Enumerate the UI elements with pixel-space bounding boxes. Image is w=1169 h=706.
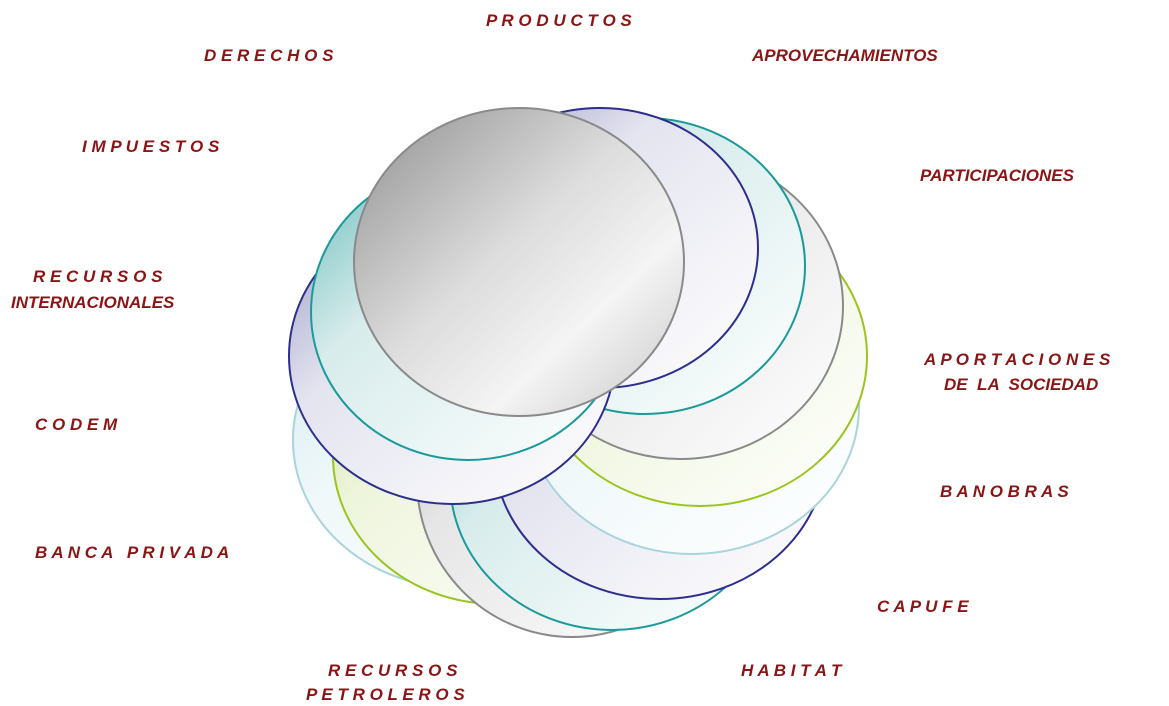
label-banobras: B A N O B R A S	[940, 482, 1069, 501]
label-habitat: H A B I T A T	[741, 661, 842, 680]
label-derechos: D E R E C H O S	[204, 46, 334, 65]
label-participaciones: PARTICIPACIONES	[920, 166, 1074, 185]
label-aportaciones-line2: DE LA SOCIEDAD	[944, 375, 1099, 394]
label-productos: P R O D U C T O S	[486, 11, 632, 30]
label-recursos-internacionales-line2: INTERNACIONALES	[11, 293, 175, 312]
label-aprovechamientos: APROVECHAMIENTOS	[752, 46, 938, 65]
label-recursos-internacionales-line1: R E C U R S O S	[33, 267, 163, 286]
label-codem: C O D E M	[35, 415, 118, 434]
label-recursos-petroleros-line2: P E T R O L E R O S	[306, 685, 465, 704]
label-impuestos: I M P U E S T O S	[82, 137, 220, 156]
label-aportaciones-line1: A P O R T A C I O N E S	[924, 350, 1111, 369]
circle-ring	[288, 107, 868, 638]
label-capufe: C A P U F E	[877, 597, 969, 616]
label-recursos-petroleros-line1: R E C U R S O S	[328, 661, 458, 680]
label-banca-privada: B A N C A P R I V A D A	[35, 543, 230, 562]
circle-center	[353, 107, 685, 417]
